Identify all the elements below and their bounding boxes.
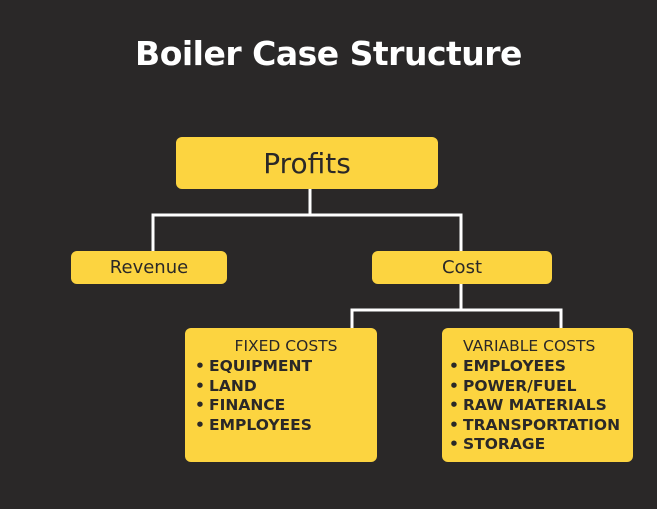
fixed-costs-node: FIXED COSTS EQUIPMENT LAND FINANCE EMPLO… — [185, 328, 377, 462]
profits-label: Profits — [263, 146, 351, 180]
fixed-cost-item: LAND — [195, 377, 377, 397]
variable-cost-item: TRANSPORTATION — [449, 416, 633, 436]
fixed-costs-heading: FIXED COSTS — [234, 337, 338, 355]
variable-costs-heading: VARIABLE COSTS — [463, 337, 596, 355]
cost-label: Cost — [441, 257, 483, 278]
variable-costs-list: EMPLOYEES POWER/FUEL RAW MATERIALS TRANS… — [449, 357, 633, 455]
fixed-cost-item: EMPLOYEES — [195, 416, 377, 436]
fixed-cost-item: EQUIPMENT — [195, 357, 377, 377]
variable-costs-node: VARIABLE COSTS EMPLOYEES POWER/FUEL RAW … — [442, 328, 633, 462]
revenue-label: Revenue — [109, 257, 189, 278]
variable-cost-item: POWER/FUEL — [449, 377, 633, 397]
variable-cost-item: EMPLOYEES — [449, 357, 633, 377]
revenue-node: Revenue — [71, 251, 227, 284]
variable-cost-item: STORAGE — [449, 435, 633, 455]
cost-node: Cost — [372, 251, 552, 284]
profits-node: Profits — [176, 137, 438, 189]
page-title: Boiler Case Structure — [135, 34, 522, 73]
fixed-costs-list: EQUIPMENT LAND FINANCE EMPLOYEES — [195, 357, 377, 435]
variable-cost-item: RAW MATERIALS — [449, 396, 633, 416]
fixed-cost-item: FINANCE — [195, 396, 377, 416]
